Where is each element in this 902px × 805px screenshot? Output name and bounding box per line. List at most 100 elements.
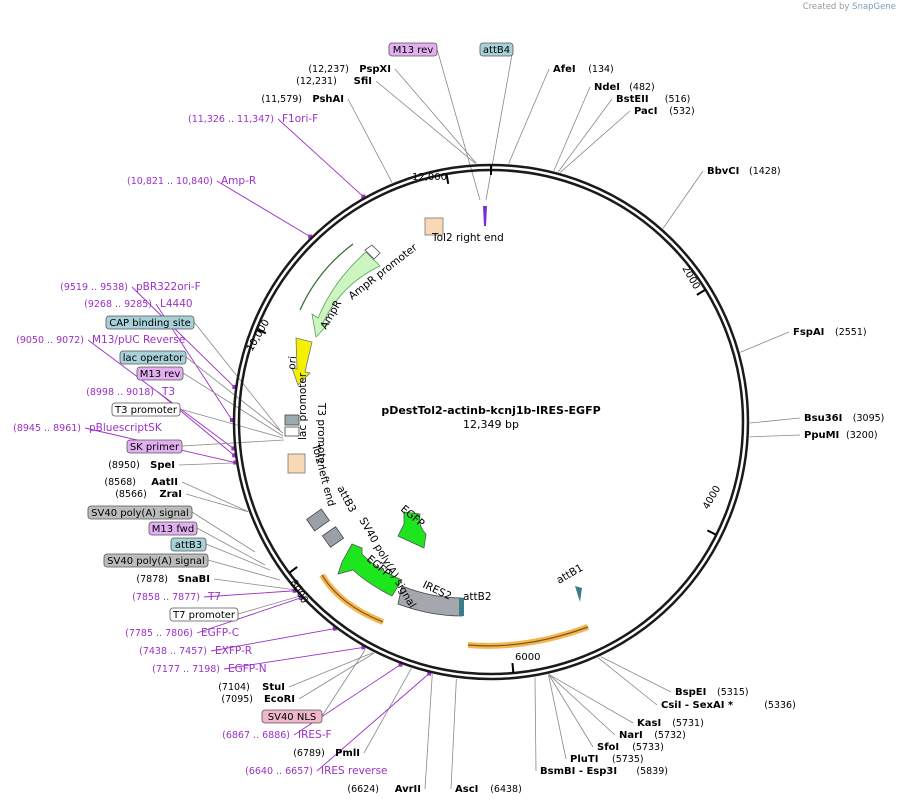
feature-chip[interactable] xyxy=(261,709,323,724)
primer-label[interactable]: T7 xyxy=(207,591,221,603)
primer-label[interactable]: F1ori-F xyxy=(282,113,318,125)
site-leader xyxy=(749,417,801,424)
site-label[interactable]: CsiI - SexAI * xyxy=(661,700,734,711)
site-position: (7104) xyxy=(218,682,250,693)
ori-arrow xyxy=(291,337,313,386)
site-label[interactable]: PspXI xyxy=(359,64,391,75)
primer-label[interactable]: EGFP-N xyxy=(228,663,267,675)
site-leader xyxy=(394,68,477,164)
site-label[interactable]: BspEI xyxy=(675,687,706,698)
primer-label[interactable]: Amp-R xyxy=(221,175,256,187)
primer-position: (9050 .. 9072) xyxy=(16,335,84,346)
feature-chip[interactable] xyxy=(388,42,438,57)
site-label[interactable]: PpuMI xyxy=(804,430,839,441)
site-label[interactable]: Bsu36I xyxy=(804,413,842,424)
snapgene-logo: SnapGene xyxy=(852,2,896,12)
feature-chip[interactable] xyxy=(479,42,514,57)
site-label[interactable]: PshAI xyxy=(312,94,344,105)
primer-marker xyxy=(398,662,403,667)
feature-chip-label: SV40 poly(A) signal xyxy=(107,556,205,567)
feature-label: attB3 xyxy=(334,484,358,515)
primer-label[interactable]: pBR322ori-F xyxy=(136,281,201,293)
site-label[interactable]: PacI xyxy=(634,106,657,117)
site-label[interactable]: StuI xyxy=(262,682,285,693)
site-label[interactable]: ZraI xyxy=(159,489,182,500)
primer-position: (7858 .. 7877) xyxy=(132,592,200,603)
feature-chip[interactable] xyxy=(170,537,207,552)
site-label[interactable]: PmlI xyxy=(335,748,360,759)
site-label[interactable]: NarI xyxy=(619,730,643,741)
egfp-arrow-2 xyxy=(337,543,403,597)
primer-label[interactable]: L4440 xyxy=(160,298,193,310)
site-label[interactable]: NdeI xyxy=(594,82,620,93)
primer-marker xyxy=(298,595,303,600)
ruler-tick xyxy=(696,288,706,296)
site-labels: AfeI(134)NdeI(482)BstEII(516)PacI(532)Bb… xyxy=(13,64,884,795)
site-label[interactable]: BbvCI xyxy=(707,166,739,177)
site-position: (6624) xyxy=(347,784,379,795)
feature-chip[interactable] xyxy=(103,553,209,568)
site-label[interactable]: AfeI xyxy=(553,64,576,75)
site-position: (5732) xyxy=(654,730,686,741)
site-position: (6789) xyxy=(293,748,325,759)
ampr-promoter-arrow xyxy=(364,244,381,260)
primer-leader xyxy=(131,286,235,388)
site-leader xyxy=(534,677,537,772)
feature-chip[interactable] xyxy=(119,350,187,365)
site-label[interactable]: SfiI xyxy=(354,76,372,87)
primer-label[interactable]: IRES-F xyxy=(298,729,332,741)
site-label[interactable]: PluTI xyxy=(570,754,598,765)
feature-chip[interactable] xyxy=(136,366,184,381)
site-leader xyxy=(450,678,457,790)
site-position: (6438) xyxy=(490,784,522,795)
primer-marker xyxy=(308,234,313,239)
plasmid-name: pDestTol2-actinb-kcnj1b-IRES-EGFP xyxy=(381,404,600,417)
site-label[interactable]: SnaBI xyxy=(178,574,210,585)
site-label[interactable]: SpeI xyxy=(150,460,175,471)
primer-label[interactable]: IRES reverse xyxy=(321,765,388,777)
site-position: (12,237) xyxy=(308,64,349,75)
site-position: (3095) xyxy=(853,413,885,424)
feature-chip[interactable] xyxy=(126,439,183,454)
site-label[interactable]: AatII xyxy=(151,477,178,488)
site-leader xyxy=(740,331,790,353)
site-position: (11,579) xyxy=(261,94,302,105)
feature-chip[interactable] xyxy=(169,607,239,622)
ruler-tick xyxy=(445,173,450,184)
primer-label[interactable]: EGFP-C xyxy=(201,627,239,639)
site-label[interactable]: KasI xyxy=(637,718,661,729)
feature-chip[interactable] xyxy=(87,505,193,520)
feature-chip[interactable] xyxy=(105,315,195,330)
primer-label[interactable]: T3 xyxy=(161,386,175,398)
primer-label[interactable]: EXFP-R xyxy=(215,645,252,657)
site-leader xyxy=(181,481,249,512)
primer-marker xyxy=(361,645,366,650)
primer-position: (8945 .. 8961) xyxy=(13,423,81,434)
site-leader xyxy=(347,98,393,183)
primer-label[interactable]: M13/pUC Reverse xyxy=(92,334,185,346)
site-leader xyxy=(548,674,616,736)
chip-leader xyxy=(179,408,284,439)
site-position: (8950) xyxy=(108,460,140,471)
site-label[interactable]: BstEII xyxy=(616,94,649,105)
primer-label[interactable]: pBluescriptSK xyxy=(89,422,163,434)
site-label[interactable]: AvrII xyxy=(395,784,421,795)
feature-chip[interactable] xyxy=(148,521,198,536)
site-label[interactable]: FspAI xyxy=(793,327,824,338)
feature-label: attB2 xyxy=(463,591,492,603)
site-position: (5839) xyxy=(636,766,668,777)
site-label[interactable]: AscI xyxy=(455,784,478,795)
feature-chip-label: SK primer xyxy=(130,442,180,453)
site-label[interactable]: EcoRI xyxy=(264,694,295,705)
feature-chip-label: M13 rev xyxy=(393,45,434,56)
chip-leader xyxy=(321,649,366,717)
primer-marker xyxy=(292,588,297,593)
site-label[interactable]: BsmBI - Esp3I xyxy=(540,766,617,777)
site-position: (516) xyxy=(665,94,691,105)
tol2-right-end-box xyxy=(424,217,444,236)
ampr-strand xyxy=(299,243,354,311)
site-label[interactable]: SfoI xyxy=(597,742,619,753)
feature-chip[interactable] xyxy=(111,402,181,417)
